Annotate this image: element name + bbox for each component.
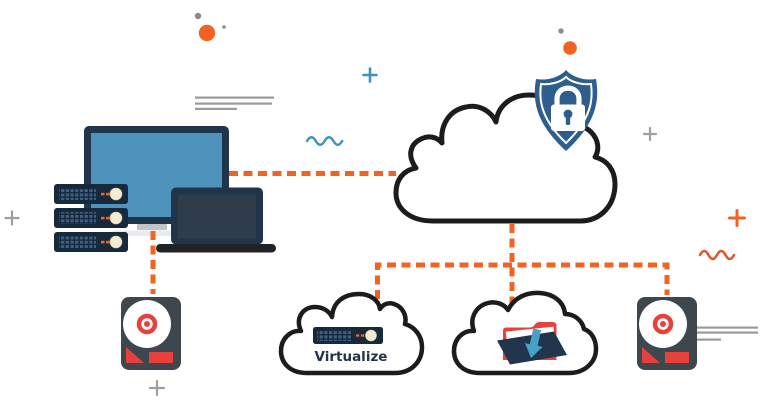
decor-dots-top-left — [194, 12, 226, 42]
server-light — [365, 329, 377, 342]
server-light — [109, 235, 123, 249]
decor-text-lines-top — [195, 96, 274, 110]
server-vents — [59, 212, 96, 224]
server-unit — [54, 208, 128, 228]
connector-branch — [375, 262, 670, 299]
monitor-stand-neck — [137, 224, 167, 230]
hard-drive-right-icon — [637, 297, 697, 370]
folder-download-icon — [497, 322, 567, 365]
decor-lines-right-drive — [697, 326, 758, 341]
dashed-connectors — [150, 171, 670, 308]
gray-line — [697, 326, 758, 329]
laptop-icon — [156, 187, 276, 253]
drive-red-bar — [149, 352, 173, 363]
padlock-keyhole — [563, 109, 573, 119]
server-vents — [59, 188, 96, 200]
hard-drive-left-icon — [121, 297, 181, 370]
gray-line — [697, 331, 758, 334]
teal-squiggle-icon — [305, 136, 344, 146]
gray-plus-left-icon — [4, 210, 20, 226]
virtual-server-unit — [313, 327, 383, 344]
orange-dot — [563, 41, 577, 55]
gray-plus-bottom-icon — [148, 379, 166, 397]
virtualize-cloud-icon: Virtualize — [278, 291, 425, 376]
drive-red-triangle — [642, 347, 660, 363]
server-light — [109, 211, 123, 225]
gray-line — [195, 102, 272, 105]
virtualize-label: Virtualize — [315, 349, 388, 365]
gray-dot — [558, 28, 564, 34]
drive-spindle-dot — [144, 321, 150, 327]
drive-red-bar — [665, 352, 689, 363]
server-vents — [59, 236, 96, 248]
drive-spindle-ring — [136, 313, 158, 335]
gray-line — [697, 338, 721, 341]
orange-dot — [198, 24, 216, 42]
decor-dots-top-right — [558, 28, 577, 55]
server-unit — [54, 184, 128, 204]
download-arrow-icon — [524, 328, 543, 359]
orange-plus-icon — [728, 209, 746, 227]
server-unit — [54, 232, 128, 252]
drive-spindle-ring — [652, 313, 674, 335]
drive-red-triangle — [126, 347, 144, 363]
server-light — [109, 187, 123, 201]
small-gray-dot — [222, 25, 226, 29]
gray-plus-icon — [642, 126, 658, 142]
gray-dot — [194, 12, 202, 20]
shield-inner-outline — [539, 75, 593, 145]
server-rack-icon — [54, 184, 128, 252]
cloud-folder-download-icon — [451, 290, 599, 376]
drive-spindle-dot — [660, 321, 666, 327]
gray-line — [195, 96, 274, 99]
red-squiggle-icon — [698, 249, 736, 261]
laptop-screen — [178, 194, 256, 239]
padlock-keyhole-stem — [565, 115, 571, 125]
security-shield-lock-icon — [534, 70, 598, 151]
padlock-shackle — [554, 85, 582, 106]
teal-plus-icon — [362, 67, 378, 83]
laptop-base — [156, 244, 276, 253]
server-vents — [317, 330, 351, 341]
gray-line — [195, 107, 237, 110]
